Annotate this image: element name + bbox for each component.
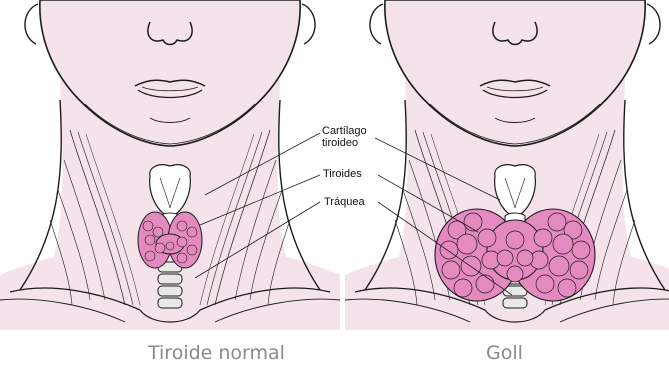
label-trachea: Tráquea <box>324 196 365 208</box>
caption-goiter: Goll <box>486 342 523 364</box>
label-thyroid: Tiroides <box>323 168 362 180</box>
caption-normal-thyroid: Tiroide normal <box>148 342 285 364</box>
goiter-neck-figure <box>345 0 669 330</box>
label-thyroid-cartilage: Cartílago tiroideo <box>322 125 367 149</box>
label-thyroid-cartilage-line1: Cartílago <box>322 125 367 137</box>
normal-neck-figure <box>0 0 340 330</box>
label-thyroid-cartilage-line2: tiroideo <box>322 137 367 149</box>
